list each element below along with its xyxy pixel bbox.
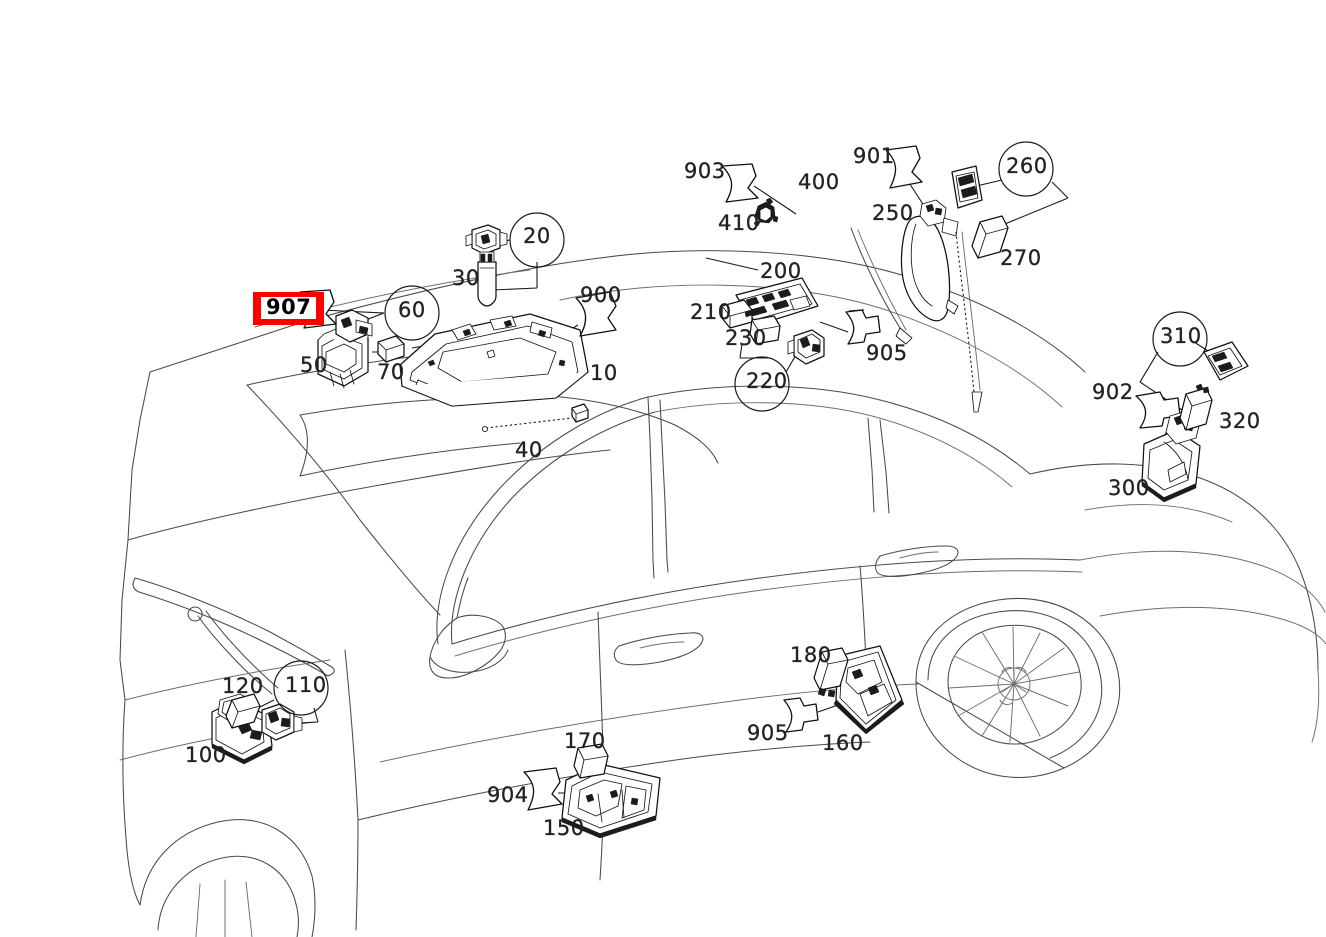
label-905-upper[interactable]: 905 xyxy=(866,341,908,365)
part-310-module xyxy=(1203,341,1249,381)
part-170-bulb xyxy=(573,743,609,779)
label-901[interactable]: 901 xyxy=(853,144,895,168)
label-220[interactable]: 220 xyxy=(746,369,788,393)
label-160[interactable]: 160 xyxy=(822,731,864,755)
label-905-lower[interactable]: 905 xyxy=(747,721,789,745)
part-180-bulb xyxy=(813,647,849,698)
arrow-905-bottom xyxy=(783,697,819,733)
label-900[interactable]: 900 xyxy=(580,283,622,307)
part-320-bulb xyxy=(1179,383,1213,431)
label-210[interactable]: 210 xyxy=(690,300,732,324)
label-70[interactable]: 70 xyxy=(377,360,405,384)
label-100[interactable]: 100 xyxy=(185,743,227,767)
part-110-connector xyxy=(261,703,303,741)
label-150[interactable]: 150 xyxy=(543,816,585,840)
label-110[interactable]: 110 xyxy=(285,673,327,697)
part-400-visor-rod xyxy=(850,227,983,413)
part-10-overhead-console xyxy=(399,313,589,407)
part-260-module xyxy=(951,165,983,209)
label-250[interactable]: 250 xyxy=(872,201,914,225)
part-210-bulb xyxy=(721,299,753,329)
label-120[interactable]: 120 xyxy=(222,674,264,698)
label-907-highlighted[interactable]: 907 xyxy=(253,292,325,325)
label-260[interactable]: 260 xyxy=(1006,154,1048,178)
label-310[interactable]: 310 xyxy=(1160,324,1202,348)
label-300[interactable]: 300 xyxy=(1108,476,1150,500)
part-300-lamp-unit xyxy=(1141,409,1201,503)
part-70-bulb xyxy=(377,335,405,363)
arrow-906 xyxy=(848,309,865,312)
part-160-rear-door-lamp xyxy=(833,645,905,735)
label-410[interactable]: 410 xyxy=(718,211,760,235)
label-904[interactable]: 904 xyxy=(487,783,529,807)
label-50[interactable]: 50 xyxy=(300,353,328,377)
part-20-connector xyxy=(465,224,508,255)
part-220-connector xyxy=(787,329,825,365)
arrow-901 xyxy=(885,145,923,189)
label-10[interactable]: 10 xyxy=(590,361,618,385)
part-200-led-strip xyxy=(735,277,819,327)
part-60-connector xyxy=(335,309,373,343)
part-410-catch xyxy=(753,197,779,227)
label-230[interactable]: 230 xyxy=(725,326,767,350)
label-20[interactable]: 20 xyxy=(523,224,551,248)
part-120-bulb xyxy=(225,693,261,729)
part-30-bulb xyxy=(477,251,497,307)
arrow-903 xyxy=(721,163,759,203)
arrow-905-top xyxy=(845,309,881,345)
arrow-904 xyxy=(523,767,563,811)
label-180[interactable]: 180 xyxy=(790,643,832,667)
arrow-900 xyxy=(575,291,617,337)
part-40-clip xyxy=(481,403,589,433)
part-270-bulb xyxy=(971,215,1009,259)
label-170[interactable]: 170 xyxy=(564,729,606,753)
label-907-text: 907 xyxy=(261,297,317,319)
label-40[interactable]: 40 xyxy=(515,438,543,462)
part-150-door-lamp xyxy=(561,763,661,839)
label-30[interactable]: 30 xyxy=(452,266,480,290)
arrow-902 xyxy=(1135,391,1181,429)
label-60[interactable]: 60 xyxy=(398,298,426,322)
label-270[interactable]: 270 xyxy=(1000,246,1042,270)
part-230-bulb xyxy=(749,315,781,345)
label-200[interactable]: 200 xyxy=(760,259,802,283)
label-902[interactable]: 902 xyxy=(1092,380,1134,404)
callout-circles xyxy=(273,141,1208,716)
label-903[interactable]: 903 xyxy=(684,159,726,183)
part-250-vanity-lamp xyxy=(900,199,959,322)
label-400[interactable]: 400 xyxy=(798,170,840,194)
label-320[interactable]: 320 xyxy=(1219,409,1261,433)
part-50-lamp-housing xyxy=(317,323,369,389)
